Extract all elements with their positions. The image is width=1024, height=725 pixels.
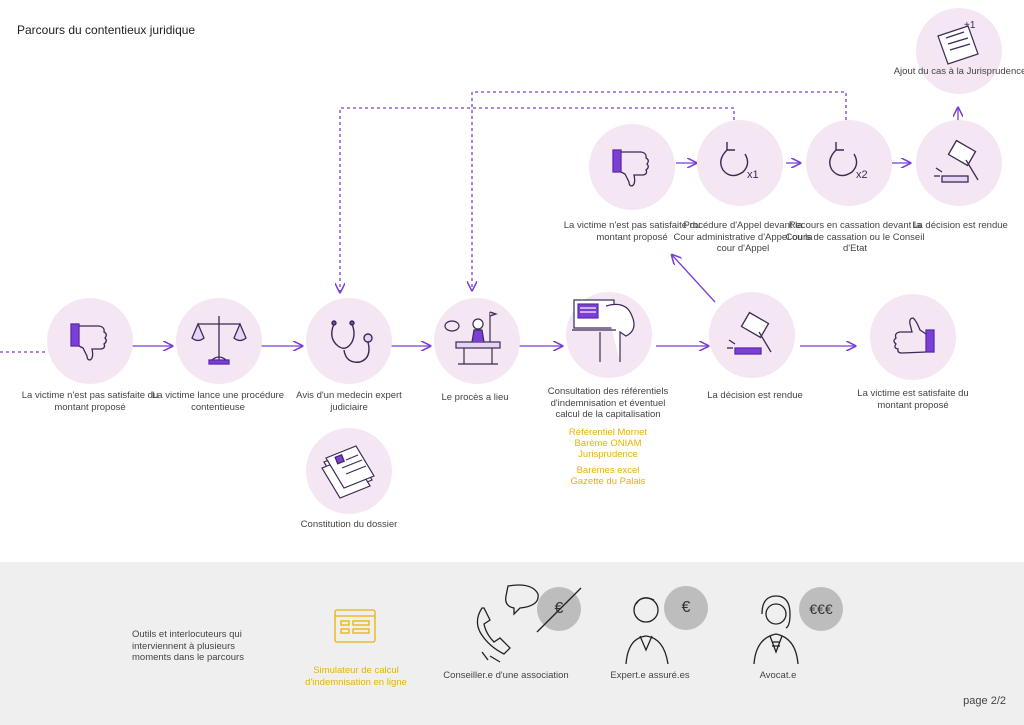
phone-chat-icon bbox=[476, 584, 539, 663]
step-trial-label: Le procès a lieu bbox=[441, 392, 509, 403]
appeal-procedure-circle: x1 bbox=[697, 120, 783, 206]
step-dissatisfied-label: La victime n'est pas satisfaite du monta… bbox=[21, 390, 159, 413]
step-dissatisfied-circle bbox=[47, 298, 133, 384]
jurisprudence-circle: +1 bbox=[916, 8, 1002, 94]
stethoscope-icon bbox=[331, 320, 373, 363]
gavel-icon bbox=[934, 139, 979, 183]
lawyer-person-icon bbox=[753, 595, 799, 665]
step-consultation-label: Consultation des référentiels d'indemnis… bbox=[547, 386, 669, 420]
step-consultation-circle bbox=[566, 292, 652, 378]
actor3-label: Avocat.e bbox=[759, 670, 797, 681]
step-decision-label: La décision est rendue bbox=[707, 390, 803, 401]
plus-one-label: +1 bbox=[964, 20, 976, 31]
simulator-label: Simulateur de calcul d'indemnisation en … bbox=[305, 665, 407, 688]
reference-oniam: Barème ONIAM bbox=[574, 438, 642, 449]
expert-person-icon bbox=[625, 597, 669, 665]
calculator-window-icon bbox=[334, 609, 376, 643]
cassation-label: Recours en cassation devant la Cours de … bbox=[785, 220, 925, 254]
actor2-label: Expert.e assuré.es bbox=[610, 670, 690, 681]
reference-jurisprudence: Jurisprudence bbox=[578, 449, 638, 460]
repeat-twice-icon: x2 bbox=[829, 142, 868, 181]
actor3-fee-badge: €€€ bbox=[799, 587, 843, 631]
step-expert-label: Avis d'un medecin expert judiciaire bbox=[296, 390, 402, 413]
thumbs-down-icon bbox=[70, 323, 107, 361]
appeal-dissatisfied-label: La victime n'est pas satisfaite du monta… bbox=[563, 220, 701, 243]
actor1-fee-badge: € bbox=[537, 587, 581, 631]
repeat-count-label: x1 bbox=[747, 169, 759, 181]
step-procedure-circle bbox=[176, 298, 262, 384]
scales-icon bbox=[191, 316, 247, 365]
strike-through-mark bbox=[536, 587, 582, 633]
reference-mornet: Référentiel Mornet bbox=[568, 427, 648, 438]
cassation-circle: x2 bbox=[806, 120, 892, 206]
courtroom-icon bbox=[444, 311, 501, 365]
thumbs-up-icon bbox=[893, 317, 935, 354]
thumbs-down-icon bbox=[612, 149, 649, 187]
actor1-label: Conseiller.e d'une association bbox=[443, 670, 569, 681]
appeal-procedure-label: Procédure d'Appel devant la Cour adminis… bbox=[673, 220, 813, 254]
repeat-count-label: x2 bbox=[856, 169, 868, 181]
page-title: Parcours du contentieux juridique bbox=[17, 23, 196, 37]
flow-connectors bbox=[0, 91, 1024, 353]
document-add-icon: +1 bbox=[937, 20, 979, 65]
step-satisfied-circle bbox=[870, 294, 956, 380]
appeal-dissatisfied-circle bbox=[589, 124, 675, 210]
step-decision-circle bbox=[709, 292, 795, 378]
appeal-decision-circle bbox=[916, 120, 1002, 206]
gavel-icon bbox=[727, 311, 772, 355]
footer-panel: Outils et interlocuteurs qui intervienne… bbox=[0, 562, 1024, 725]
reference-gazette: Gazette du Palais bbox=[570, 476, 646, 487]
footer-intro: Outils et interlocuteurs qui intervienne… bbox=[132, 629, 244, 663]
step-procedure-label: La victime lance une procédure contentie… bbox=[151, 390, 285, 413]
dossier-circle bbox=[306, 428, 392, 514]
computer-user-icon bbox=[572, 299, 635, 362]
reference-excel: Barèmes excel bbox=[576, 465, 640, 476]
appeal-decision-label: La décision est rendue bbox=[912, 220, 1008, 231]
step-trial-circle bbox=[434, 298, 520, 384]
actor2-fee-badge: € bbox=[664, 586, 708, 630]
documents-stack-icon bbox=[321, 445, 375, 499]
step-expert-circle bbox=[306, 298, 392, 384]
step-satisfied-label: La victime est satisfaite du montant pro… bbox=[857, 388, 969, 411]
repeat-once-icon: x1 bbox=[720, 142, 759, 181]
page-number: page 2/2 bbox=[963, 695, 1006, 707]
dossier-label: Constitution du dossier bbox=[300, 519, 398, 530]
jurisprudence-label: Ajout du cas à la Jurisprudence bbox=[893, 66, 1024, 77]
